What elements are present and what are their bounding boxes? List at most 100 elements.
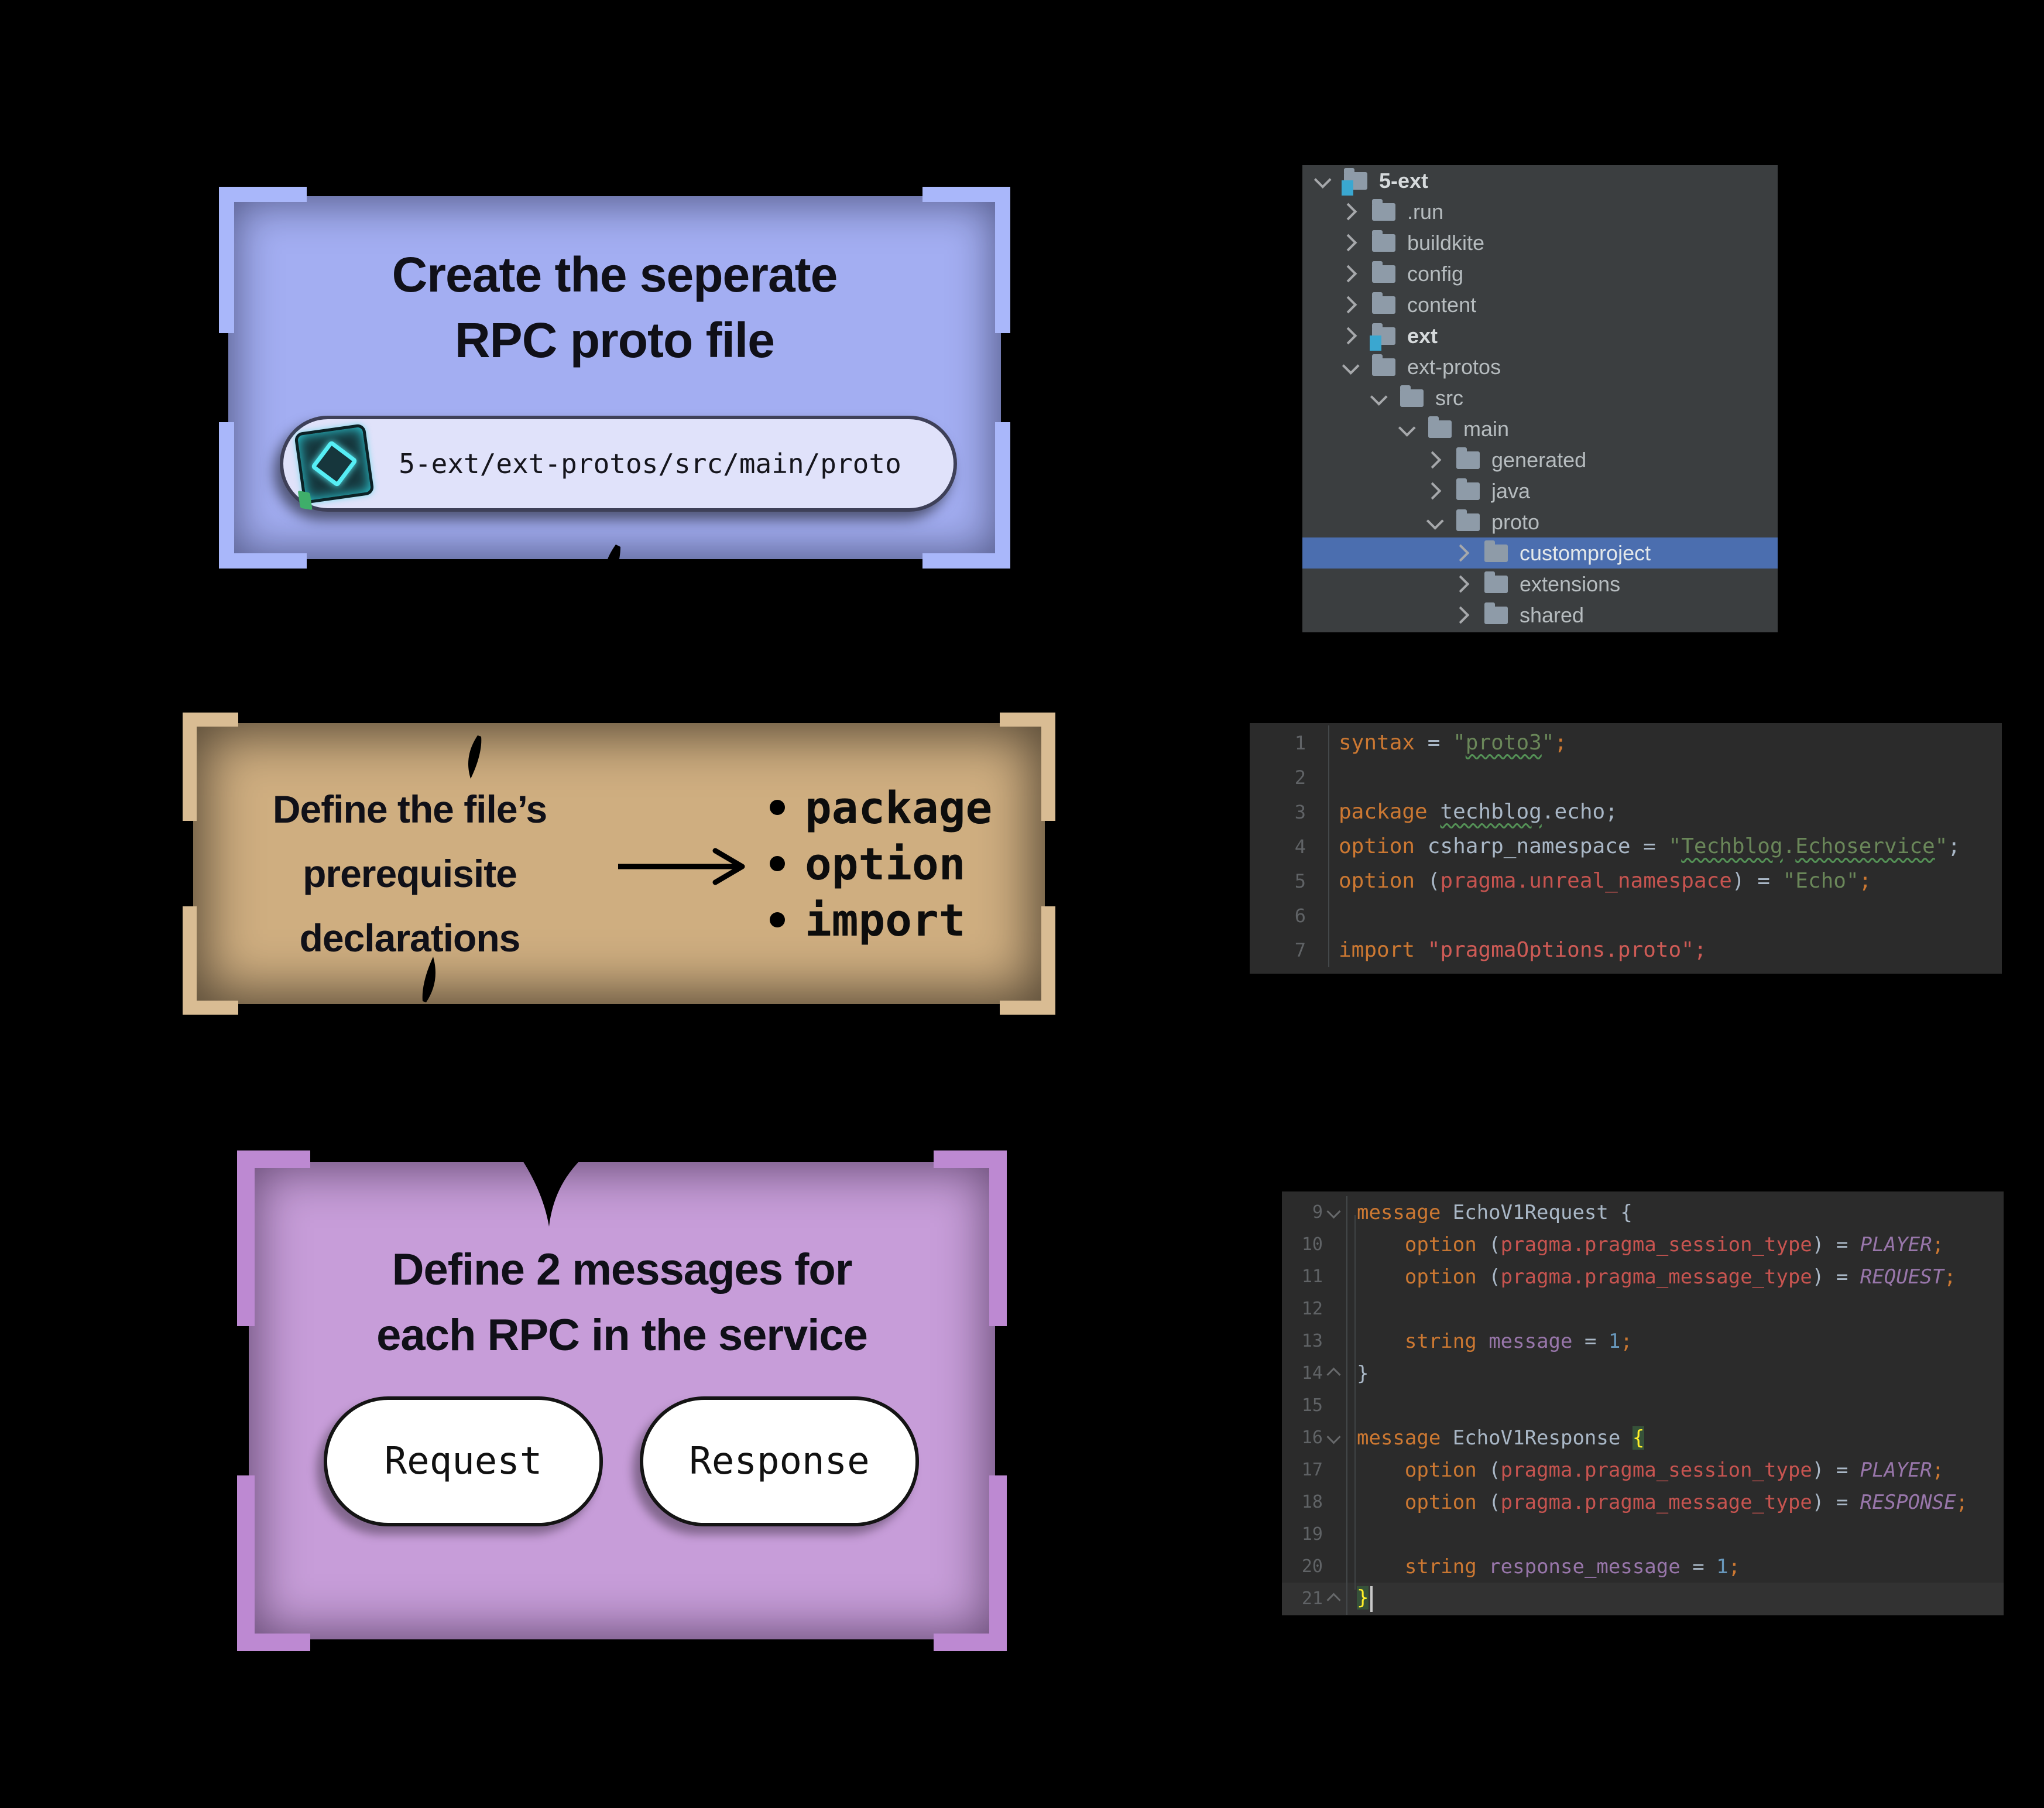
code-token <box>1357 1555 1405 1578</box>
tree-item-customproject[interactable]: customproject <box>1302 537 1778 569</box>
chevron-right-icon[interactable] <box>1339 203 1357 221</box>
code-token: ; <box>1728 1554 1741 1578</box>
code-token: ) = <box>1731 869 1783 893</box>
tree-item-ext-protos[interactable]: ext-protos <box>1302 351 1778 382</box>
tree-item-ext[interactable]: ext <box>1302 320 1778 351</box>
bullet-item: import <box>770 892 992 948</box>
code-line-15[interactable]: 15 <box>1282 1389 2004 1422</box>
chevron-right-icon[interactable] <box>1452 544 1470 562</box>
chevron-right-icon[interactable] <box>1339 265 1357 283</box>
step-title: Define 2 messages for each RPC in the se… <box>249 1237 995 1368</box>
tree-item-proto[interactable]: proto <box>1302 506 1778 537</box>
tree-item-shared[interactable]: shared <box>1302 600 1778 631</box>
tree-item-content[interactable]: content <box>1302 289 1778 320</box>
code-text: option (pragma.pragma_message_type) = RE… <box>1347 1491 1968 1514</box>
code-line-17[interactable]: 17 option (pragma.pragma_session_type) =… <box>1282 1454 2004 1486</box>
chevron-right-icon[interactable] <box>1339 234 1357 252</box>
fold-collapse-icon[interactable] <box>1326 1429 1341 1444</box>
code-line-21[interactable]: 21} <box>1282 1583 2004 1615</box>
bullet-label: import <box>805 893 966 946</box>
line-number: 3 <box>1294 800 1306 823</box>
fold-end-icon[interactable] <box>1326 1593 1341 1607</box>
chevron-right-icon[interactable] <box>1424 451 1442 469</box>
code-line-19[interactable]: 19 <box>1282 1518 2004 1550</box>
step-card-declarations: Define the file’s prerequisite declarati… <box>183 713 1055 1015</box>
gutter-fold-column <box>1323 1454 1347 1486</box>
tree-item-.run[interactable]: .run <box>1302 196 1778 227</box>
tree-item-label: 5-ext <box>1379 168 1429 193</box>
code-token: csharp_namespace = <box>1415 834 1669 858</box>
code-line-6[interactable]: 6 <box>1250 898 2002 933</box>
gutter-fold-column <box>1306 795 1329 829</box>
fold-end-icon[interactable] <box>1326 1367 1341 1382</box>
folder-icon <box>1372 354 1395 376</box>
bullet-dot <box>770 912 785 927</box>
tree-item-main[interactable]: main <box>1302 413 1778 444</box>
chevron-down-icon[interactable] <box>1313 171 1332 189</box>
code-line-20[interactable]: 20 string response_message = 1; <box>1282 1550 2004 1583</box>
code-text: import "pragmaOptions.proto"; <box>1329 938 1707 962</box>
code-text: option csharp_namespace = "Techblog.Echo… <box>1329 834 1960 858</box>
chevron-down-icon[interactable] <box>1342 357 1360 375</box>
step-title-line: Define 2 messages for <box>392 1245 853 1295</box>
chevron-right-icon[interactable] <box>1452 575 1470 593</box>
code-line-7[interactable]: 7 import "pragmaOptions.proto"; <box>1250 933 2002 967</box>
tree-item-extensions[interactable]: extensions <box>1302 569 1778 600</box>
code-text: option (pragma.pragma_session_type) = PL… <box>1347 1458 1944 1482</box>
code-token: option <box>1404 1458 1477 1482</box>
code-line-2[interactable]: 2 <box>1250 760 2002 795</box>
chevron-right-icon[interactable] <box>1452 606 1470 624</box>
tree-item-buildkite[interactable]: buildkite <box>1302 227 1778 258</box>
code-token: message <box>1489 1329 1573 1353</box>
tree-item-src[interactable]: src <box>1302 382 1778 413</box>
code-token <box>1357 1265 1405 1289</box>
code-text: message EchoV1Request { <box>1347 1201 1633 1224</box>
tree-item-config[interactable]: config <box>1302 258 1778 289</box>
gutter-fold-column <box>1306 725 1329 760</box>
gutter-fold-column <box>1323 1518 1347 1550</box>
step-title-line: Define the file’s <box>272 787 547 831</box>
code-token: " <box>1541 731 1555 755</box>
folder-icon <box>1372 230 1395 252</box>
gutter-fold-column <box>1306 933 1329 967</box>
code-token <box>1357 1458 1405 1482</box>
tree-item-generated[interactable]: generated <box>1302 444 1778 475</box>
tree-item-5-ext[interactable]: 5-ext <box>1302 165 1778 196</box>
code-line-11[interactable]: 11 option (pragma.pragma_message_type) =… <box>1282 1261 2004 1293</box>
chevron-down-icon[interactable] <box>1398 419 1416 437</box>
chevron-right-icon[interactable] <box>1424 482 1442 500</box>
code-token: pragma.pragma_message_type <box>1500 1265 1812 1289</box>
gutter-fold-column <box>1306 829 1329 864</box>
code-line-13[interactable]: 13 string message = 1; <box>1282 1325 2004 1357</box>
code-line-14[interactable]: 14} <box>1282 1357 2004 1389</box>
code-line-12[interactable]: 12 <box>1282 1293 2004 1325</box>
code-token: RESPONSE <box>1860 1490 1956 1514</box>
chevron-right-icon[interactable] <box>1339 327 1357 345</box>
line-number: 15 <box>1301 1395 1323 1416</box>
code-line-10[interactable]: 10 option (pragma.pragma_session_type) =… <box>1282 1228 2004 1261</box>
chevron-down-icon[interactable] <box>1426 512 1444 530</box>
indent-guide <box>1354 1215 1356 1590</box>
code-token <box>1357 1330 1405 1353</box>
fold-collapse-icon[interactable] <box>1326 1204 1341 1218</box>
code-token: message <box>1357 1200 1441 1224</box>
tree-item-java[interactable]: java <box>1302 475 1778 506</box>
line-number: 7 <box>1294 939 1306 961</box>
code-token: ( <box>1476 1458 1501 1482</box>
chevron-down-icon[interactable] <box>1370 388 1388 406</box>
chevron-right-icon[interactable] <box>1339 296 1357 314</box>
code-token: 1 <box>1608 1329 1621 1353</box>
code-line-18[interactable]: 18 option (pragma.pragma_message_type) =… <box>1282 1486 2004 1518</box>
gutter-fold-column <box>1323 1325 1347 1357</box>
code-token: ) = <box>1812 1232 1860 1256</box>
corner-bracket <box>1000 906 1055 1015</box>
